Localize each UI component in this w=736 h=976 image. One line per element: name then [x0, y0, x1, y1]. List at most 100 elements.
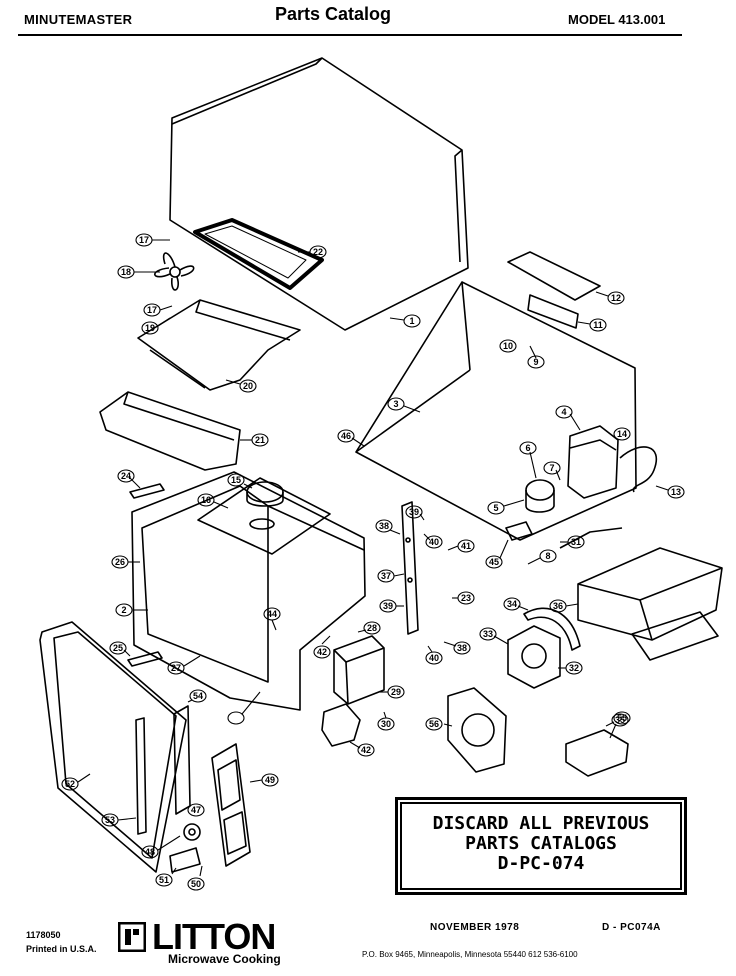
svg-text:21: 21: [255, 435, 265, 445]
svg-text:33: 33: [483, 629, 493, 639]
callout-42b: 42: [349, 741, 375, 757]
callout-9: 9: [527, 345, 545, 369]
callout-10: 10: [499, 339, 517, 353]
callout-51: 51: [155, 867, 177, 887]
callout-52: 52: [61, 773, 91, 791]
air-guide-part: [577, 547, 723, 661]
fan-shroud-part: [447, 687, 507, 773]
svg-text:16: 16: [201, 495, 211, 505]
svg-text:18: 18: [121, 267, 131, 277]
svg-text:8: 8: [545, 551, 550, 561]
svg-text:54: 54: [193, 691, 203, 701]
litton-logo-icon: [118, 922, 146, 952]
svg-text:47: 47: [191, 805, 201, 815]
callout-41: 41: [447, 539, 475, 553]
latch-part: [169, 847, 201, 873]
callout-38b: 38: [443, 641, 471, 655]
litton-logo: LITTON Microwave Cooking: [118, 916, 318, 966]
fan-bracket-part: [137, 299, 301, 391]
control-panel-part: [211, 743, 251, 867]
callout-30: 30: [377, 711, 395, 731]
callout-22: 22: [298, 245, 327, 259]
door-strip-part: [135, 717, 147, 835]
blower-assembly-part: [507, 625, 561, 689]
door-switch-part: [505, 521, 533, 541]
header-rule: [18, 34, 682, 36]
svg-text:7: 7: [549, 463, 554, 473]
callout-42a: 42: [313, 635, 331, 659]
callout-1: 1: [389, 314, 421, 328]
svg-text:35: 35: [615, 715, 625, 725]
callout-17b: 17: [143, 303, 173, 317]
cover-plate-part: [507, 251, 601, 301]
callout-7: 7: [543, 461, 561, 481]
brand-name: MINUTEMASTER: [24, 12, 133, 27]
callout-59: [227, 691, 261, 725]
stirrer-motor-part: [246, 481, 284, 530]
callout-36: 36: [549, 599, 579, 613]
notice-line-3: D-PC-074: [497, 853, 585, 874]
page-title: Parts Catalog: [275, 4, 392, 24]
callout-12: 12: [595, 291, 625, 305]
svg-text:20: 20: [243, 381, 253, 391]
svg-text:46: 46: [341, 431, 351, 441]
svg-text:53: 53: [105, 815, 115, 825]
company-address: P.O. Box 9465, Minneapolis, Minnesota 55…: [362, 950, 578, 959]
fan-blade-part: [154, 252, 195, 291]
svg-text:10: 10: [503, 341, 513, 351]
svg-text:19: 19: [145, 323, 155, 333]
svg-text:34: 34: [507, 599, 517, 609]
svg-text:38: 38: [457, 643, 467, 653]
svg-text:40: 40: [429, 653, 439, 663]
callout-21: 21: [240, 433, 269, 447]
callout-29: 29: [380, 685, 405, 699]
svg-text:39: 39: [409, 507, 419, 517]
callout-32: 32: [558, 661, 583, 675]
callout-2: 2: [115, 603, 148, 617]
callout-23: 23: [452, 591, 475, 605]
svg-text:23: 23: [461, 593, 471, 603]
callout-37: 37: [377, 569, 405, 583]
notice-line-2: PARTS CATALOGS: [465, 833, 617, 854]
svg-text:55: 55: [617, 713, 627, 723]
svg-text:32: 32: [569, 663, 579, 673]
logo-wordmark: LITTON: [152, 916, 276, 957]
svg-text:29: 29: [391, 687, 401, 697]
svg-text:42: 42: [361, 745, 371, 755]
svg-text:25: 25: [113, 643, 123, 653]
callout-16: 16: [197, 493, 229, 509]
callout-47: 47: [187, 803, 205, 817]
blower-bracket-part: [523, 607, 581, 651]
callout-6: 6: [519, 441, 537, 479]
callout-55: 55: [609, 711, 631, 739]
oven-cavity-part: [131, 471, 366, 711]
svg-text:42: 42: [317, 647, 327, 657]
svg-text:48: 48: [145, 847, 155, 857]
discard-notice-box: DISCARD ALL PREVIOUS PARTS CATALOGS D-PC…: [395, 797, 687, 895]
callout-46: 46: [337, 429, 365, 447]
publication-date: NOVEMBER 1978: [430, 922, 520, 933]
svg-text:27: 27: [171, 663, 181, 673]
blower-motor-part: [321, 703, 361, 747]
svg-text:4: 4: [561, 407, 566, 417]
callout-27: 27: [167, 655, 201, 675]
svg-text:17: 17: [147, 305, 157, 315]
svg-text:2: 2: [121, 605, 126, 615]
callout-39a: 39: [405, 505, 425, 521]
callout-53: 53: [101, 813, 137, 827]
callout-39b: 39: [379, 599, 404, 613]
interlock-bracket-part: [401, 501, 419, 635]
callout-3: 3: [387, 397, 421, 413]
callout-38a: 38: [375, 519, 401, 535]
callout-24: 24: [117, 469, 141, 489]
callout-54: 54: [187, 689, 207, 703]
air-duct-part: [99, 391, 241, 471]
callout-8: 8: [527, 549, 557, 565]
control-plate-part: [527, 294, 579, 329]
notice-line-1: DISCARD ALL PREVIOUS: [432, 813, 650, 834]
callout-31: 31: [560, 535, 585, 549]
hinge-strip-part: [173, 705, 191, 815]
svg-text:28: 28: [367, 623, 377, 633]
svg-text:39: 39: [383, 601, 393, 611]
